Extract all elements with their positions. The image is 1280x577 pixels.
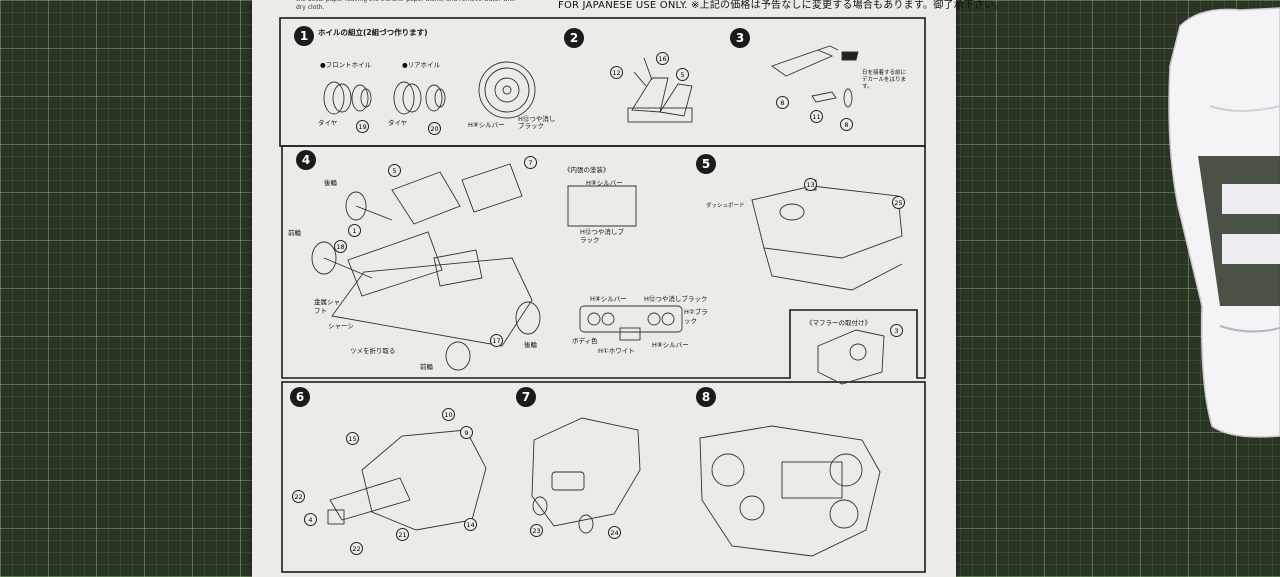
part-8-a: 8	[776, 96, 789, 109]
label-h8-silver-1: H⑧シルバー	[468, 121, 505, 129]
part-20: 20	[428, 122, 441, 135]
part-17: 17	[490, 334, 503, 347]
label-h1-white: H①ホワイト	[598, 347, 635, 355]
label-tire-b: タイヤ	[388, 119, 408, 127]
label-grille-h8: H⑧シルバー	[590, 295, 627, 303]
part-22-a: 22	[292, 490, 305, 503]
label-h8-silver-2: H⑧シルバー	[586, 179, 623, 187]
label-step3-note: 日を接着する前にデカールをはります。	[862, 70, 907, 90]
label-body-color: ボディ色	[572, 337, 598, 345]
label-interior-paint: 《内張の塗装》	[564, 166, 610, 174]
part-19: 19	[356, 120, 369, 133]
part-15: 15	[346, 432, 359, 445]
part-10: 10	[442, 408, 455, 421]
part-25: 25	[892, 196, 905, 209]
part-11: 11	[810, 110, 823, 123]
label-rear-wheel: ●リアホイル	[402, 61, 441, 69]
label-metal-shaft: 金属シャフト	[314, 298, 340, 315]
decal-instruction-note: the decal paper leaving the transfer pap…	[296, 0, 516, 11]
part-18: 18	[334, 240, 347, 253]
instruction-drawings	[279, 17, 926, 573]
part-23: 23	[530, 524, 543, 537]
part-7: 7	[524, 156, 537, 169]
label-tire-a: タイヤ	[318, 119, 338, 127]
instruction-sheet: the decal paper leaving the transfer pap…	[252, 0, 1004, 577]
model-car-body-shell	[1168, 7, 1280, 438]
part-16: 16	[656, 52, 669, 65]
part-13: 13	[804, 178, 817, 191]
panel-steps-4-5	[281, 145, 926, 379]
label-front-wheel-4b: 前輪	[420, 363, 433, 371]
label-muffler-attach: 《マフラーの取付け》	[806, 319, 871, 327]
label-bend-tabs: ツメを折り取る	[350, 347, 396, 355]
step-5-badge: 5	[696, 154, 716, 174]
part-3: 3	[890, 324, 903, 337]
step-8-badge: 8	[696, 387, 716, 407]
step-7-badge: 7	[516, 387, 536, 407]
label-front-wheel-4: 前輪	[288, 229, 301, 237]
part-12: 12	[610, 66, 623, 79]
step-6-badge: 6	[290, 387, 310, 407]
label-front-wheel: ●フロントホイル	[320, 61, 372, 69]
japanese-use-notice: FOR JAPANESE USE ONLY. ※上記の価格は予告なしに変更する場…	[558, 0, 1005, 11]
label-rear-wheel-4b: 後輪	[524, 341, 537, 349]
label-chassis: シャーシ	[328, 322, 354, 330]
part-14: 14	[464, 518, 477, 531]
step-4-badge: 4	[296, 150, 316, 170]
step-1-badge: 1	[294, 26, 314, 46]
label-grille-h12: H⑫つや消しブラック	[644, 295, 708, 303]
label-grille-h8b: H⑧シルバー	[652, 341, 689, 349]
label-rear-wheel-4: 後輪	[324, 179, 337, 187]
part-5-b: 5	[388, 164, 401, 177]
label-h12-black-1: H⑫つや消しブラック	[518, 115, 556, 130]
part-21: 21	[396, 528, 409, 541]
part-8-b: 8	[840, 118, 853, 131]
label-dashboard: ダッシュボード	[706, 203, 745, 209]
label-grille-h2: H②ブラック	[684, 308, 708, 325]
step-3-badge: 3	[730, 28, 750, 48]
part-24: 24	[608, 526, 621, 539]
part-9: 9	[460, 426, 473, 439]
part-4: 4	[304, 513, 317, 526]
panel-steps-6-8	[281, 381, 926, 573]
label-h12-black-2: H⑫つや消しブラック	[580, 228, 624, 244]
step-2-badge: 2	[564, 28, 584, 48]
part-1: 1	[348, 224, 361, 237]
part-5-a: 5	[676, 68, 689, 81]
cutting-mat-left	[0, 0, 262, 577]
part-22-b: 22	[350, 542, 363, 555]
step1-title: ホイルの組立(2組づつ作ります)	[318, 28, 428, 37]
panel-steps-1-3	[279, 17, 926, 147]
